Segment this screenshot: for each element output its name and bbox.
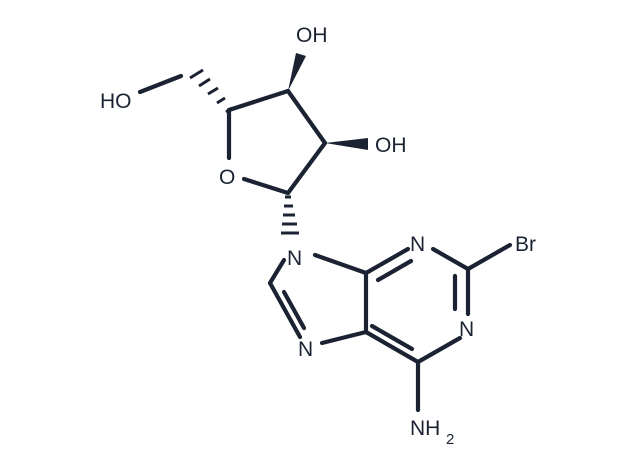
bond-c2-c1 <box>285 140 328 196</box>
bond-c2-br <box>465 242 513 272</box>
atom-label-ho-left: HO <box>100 90 132 113</box>
bond-c6-c5-inner <box>369 323 415 352</box>
imidazole-ring <box>267 252 369 346</box>
atom-label-bromine: Br <box>515 233 536 256</box>
bond-c4-n3-inner <box>375 258 414 283</box>
bond-n9-c4 <box>312 252 369 276</box>
bond-c6-c5 <box>363 329 421 365</box>
bond-n1-c6 <box>415 335 463 365</box>
atom-label-ring-oxygen: O <box>219 166 235 189</box>
bond-c5-o5 <box>137 73 184 95</box>
bond-c4-c3 <box>226 88 291 113</box>
bond-c8-n7-inner <box>281 289 307 331</box>
bond-c8-n7 <box>267 280 303 340</box>
atom-label-n9: N <box>287 247 302 270</box>
atom-label-n3: N <box>410 233 425 256</box>
atom-label-n7: N <box>298 338 313 361</box>
atom-label-oh-right: OH <box>375 134 407 157</box>
atom-label-oh-top: OH <box>296 24 328 47</box>
pyrimidine-ring <box>363 246 471 365</box>
bond-c4-n3 <box>363 246 411 276</box>
bond-c1-o <box>241 176 291 196</box>
bond-n3-c2 <box>430 246 471 272</box>
hashed-bond-c4-c5 <box>189 68 233 114</box>
bond-c3-c2 <box>285 88 328 146</box>
atom-label-amine-subscript: 2 <box>446 431 454 448</box>
wedge-bond-c3-oh <box>288 53 306 91</box>
bond-n9-c8 <box>267 257 287 286</box>
hashed-bond-c1-n9 <box>281 195 299 235</box>
atom-label-amine: NH <box>410 417 440 440</box>
wedge-bond-c2-oh <box>325 138 368 150</box>
ribose-ring <box>226 88 328 196</box>
atom-label-n1: N <box>459 318 474 341</box>
bond-n7-c5 <box>319 329 369 346</box>
